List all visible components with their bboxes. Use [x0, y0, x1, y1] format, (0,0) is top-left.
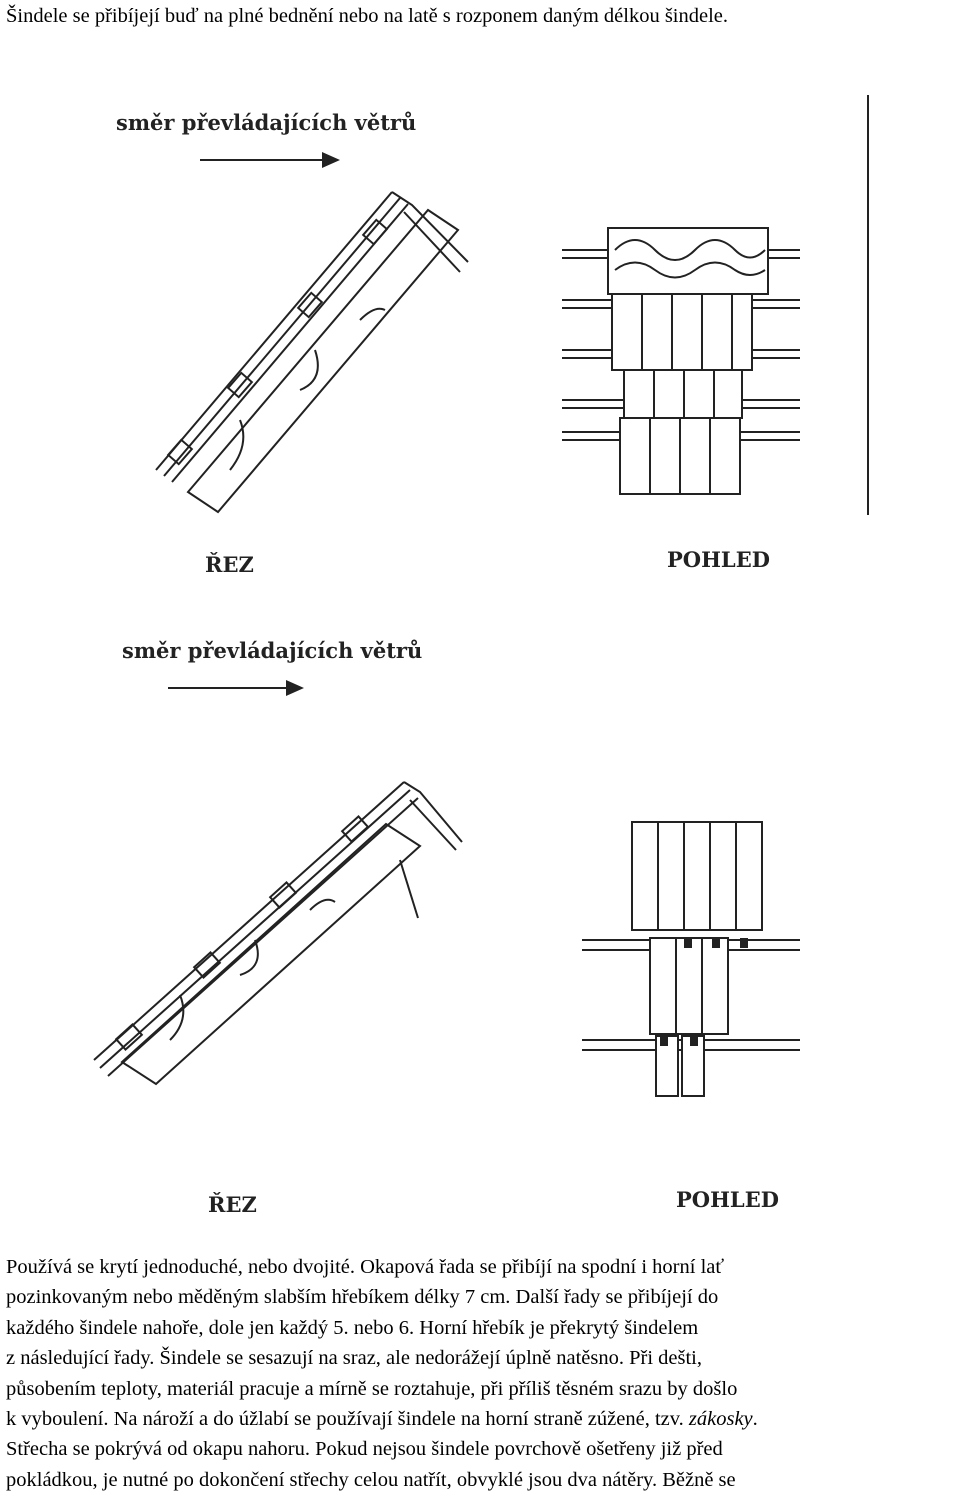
section-label-2: ŘEZ [208, 1192, 257, 1217]
roof-view-drawing-2 [582, 821, 800, 1097]
roof-section-drawing-2 [93, 781, 463, 1086]
paragraph-line: každého šindele nahoře, dole jen každý 5… [6, 1316, 699, 1339]
wind-arrow-icon-2 [168, 680, 304, 696]
paragraph-line: pozinkovaným nebo měděným slabším hřebík… [6, 1286, 719, 1309]
figure2-drawing [93, 680, 800, 1097]
section-label-1: ŘEZ [205, 552, 254, 577]
paragraph-line: k vyboulení. Na nároží a do úžlabí se po… [6, 1404, 758, 1434]
paragraph-line: pokládkou, je nutné po dokončení střechy… [6, 1468, 736, 1491]
paragraph-line: Střecha se pokrývá od okapu nahoru. Poku… [6, 1438, 723, 1461]
wind-direction-label-2: směr převládajících větrů [122, 638, 423, 663]
roof-section-drawing-1 [155, 191, 469, 514]
view-label-2: POHLED [676, 1187, 779, 1212]
wind-direction-label-1: směr převládajících větrů [116, 110, 417, 135]
body-paragraph: Používá se krytí jednoduché, nebo dvojit… [6, 1252, 758, 1495]
wind-arrow-icon-1 [200, 152, 340, 168]
roof-view-drawing-1 [562, 95, 869, 515]
paragraph-text: . [752, 1407, 758, 1430]
intro-text: Šindele se přibíjejí buď na plné bednění… [6, 5, 729, 27]
paragraph-text: k vyboulení. Na nároží a do úžlabí se po… [6, 1407, 689, 1430]
paragraph-line: působením teploty, materiál pracuje a mí… [6, 1377, 738, 1400]
view-label-1: POHLED [667, 547, 770, 572]
emphasis-term: zákosky [688, 1407, 753, 1430]
paragraph-line: z následující řady. Šindele se sesazují … [6, 1347, 702, 1370]
paragraph-line: Používá se krytí jednoduché, nebo dvojit… [6, 1256, 725, 1278]
figure1-drawing [155, 95, 869, 515]
